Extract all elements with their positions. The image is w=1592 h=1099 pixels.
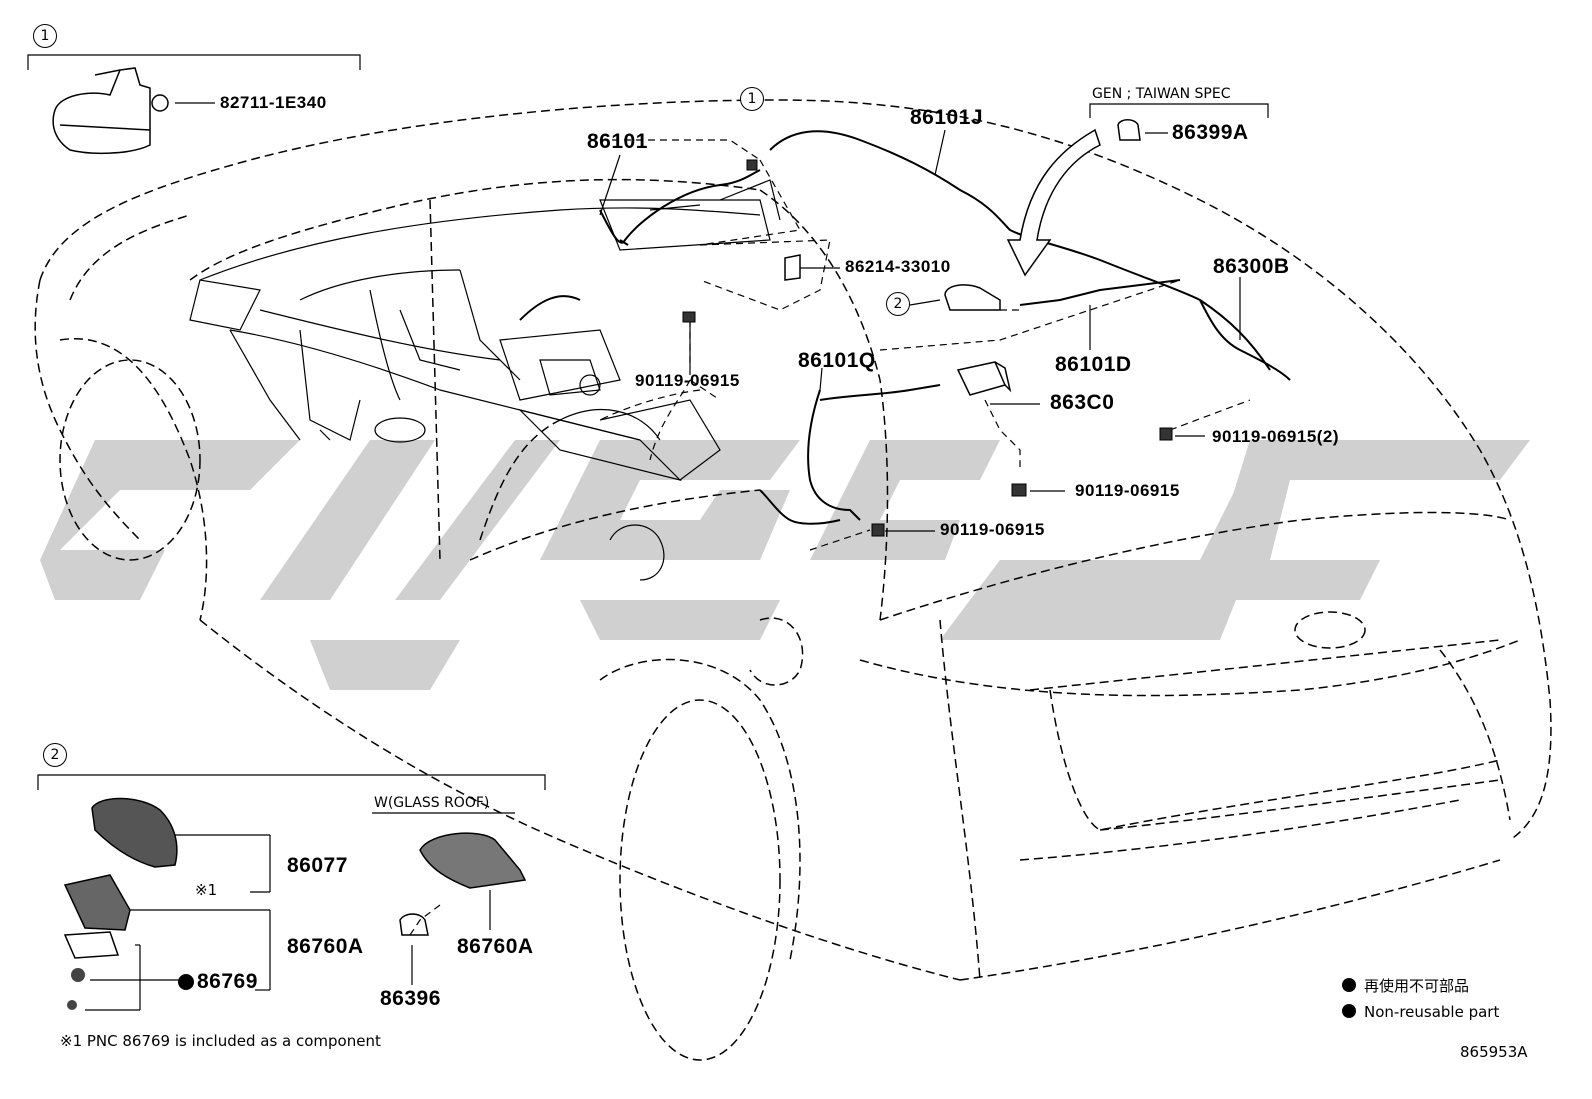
part-label-90119-b[interactable]: 90119-06915 bbox=[1075, 481, 1180, 500]
part-label-86101Q[interactable]: 86101Q bbox=[798, 349, 876, 372]
legend-dot-icon bbox=[1342, 978, 1356, 992]
part-label-86399A[interactable]: 86399A bbox=[1172, 121, 1249, 144]
part-label-86101D[interactable]: 86101D bbox=[1055, 353, 1132, 376]
legend-en-text: Non-reusable part bbox=[1364, 1003, 1500, 1021]
clip-icon bbox=[52, 67, 1141, 936]
part-label-86760A-left[interactable]: 86760A bbox=[287, 935, 364, 958]
component-ref-mark: ※1 bbox=[195, 881, 218, 899]
legend-en: Non-reusable part bbox=[1342, 1004, 1499, 1020]
part-label-82711[interactable]: 82711-1E340 bbox=[220, 93, 327, 112]
antenna-base-icon bbox=[63, 874, 131, 1010]
legend-jp-text: 再使用不可部品 bbox=[1364, 977, 1470, 995]
antenna-cover-icon bbox=[91, 797, 178, 868]
part-label-86769[interactable]: 86769 bbox=[197, 970, 258, 993]
part-label-86760A-right[interactable]: 86760A bbox=[457, 935, 534, 958]
gen-spec-arrow bbox=[1006, 128, 1101, 277]
part-label-90119-qty2[interactable]: 90119-06915(2) bbox=[1212, 427, 1340, 446]
leader-lines bbox=[409, 139, 1251, 936]
part-label-90119-a[interactable]: 90119-06915 bbox=[635, 371, 740, 390]
footnote: ※1 PNC 86769 is included as a component bbox=[60, 1032, 381, 1050]
legend-dot-icon bbox=[1342, 1004, 1356, 1018]
label-leaders bbox=[85, 102, 1241, 1011]
part-label-86214[interactable]: 86214-33010 bbox=[845, 257, 951, 276]
harness-icon bbox=[519, 130, 1291, 525]
gen-taiwan-spec-header: GEN ; TAIWAN SPEC bbox=[1092, 86, 1231, 102]
bolt-icon bbox=[682, 159, 1173, 537]
glass-roof-header: W(GLASS ROOF) bbox=[374, 795, 490, 811]
part-label-86300B[interactable]: 86300B bbox=[1213, 255, 1290, 278]
watermark-logo bbox=[40, 440, 1530, 690]
part-label-86101[interactable]: 86101 bbox=[587, 130, 648, 153]
callout-2-mid: 2 bbox=[886, 292, 910, 316]
dashboard-interior bbox=[189, 179, 781, 581]
non-reusable-dot-icon bbox=[178, 974, 194, 990]
car-outline-icon bbox=[34, 99, 1552, 1061]
diagram-id: 865953A bbox=[1460, 1043, 1528, 1061]
callout-1-mid: 1 bbox=[740, 87, 764, 111]
group-brackets bbox=[27, 54, 1269, 814]
antenna-base-glass-roof-icon bbox=[419, 832, 527, 889]
part-label-90119-c[interactable]: 90119-06915 bbox=[940, 520, 1045, 539]
part-label-86077[interactable]: 86077 bbox=[287, 854, 348, 877]
part-label-863C0[interactable]: 863C0 bbox=[1050, 391, 1115, 414]
part-label-86101J[interactable]: 86101J bbox=[910, 106, 984, 129]
legend-jp: 再使用不可部品 bbox=[1342, 978, 1469, 994]
callout-1-top: 1 bbox=[33, 24, 57, 48]
part-label-86396[interactable]: 86396 bbox=[380, 987, 441, 1010]
callout-2-box: 2 bbox=[43, 743, 67, 767]
